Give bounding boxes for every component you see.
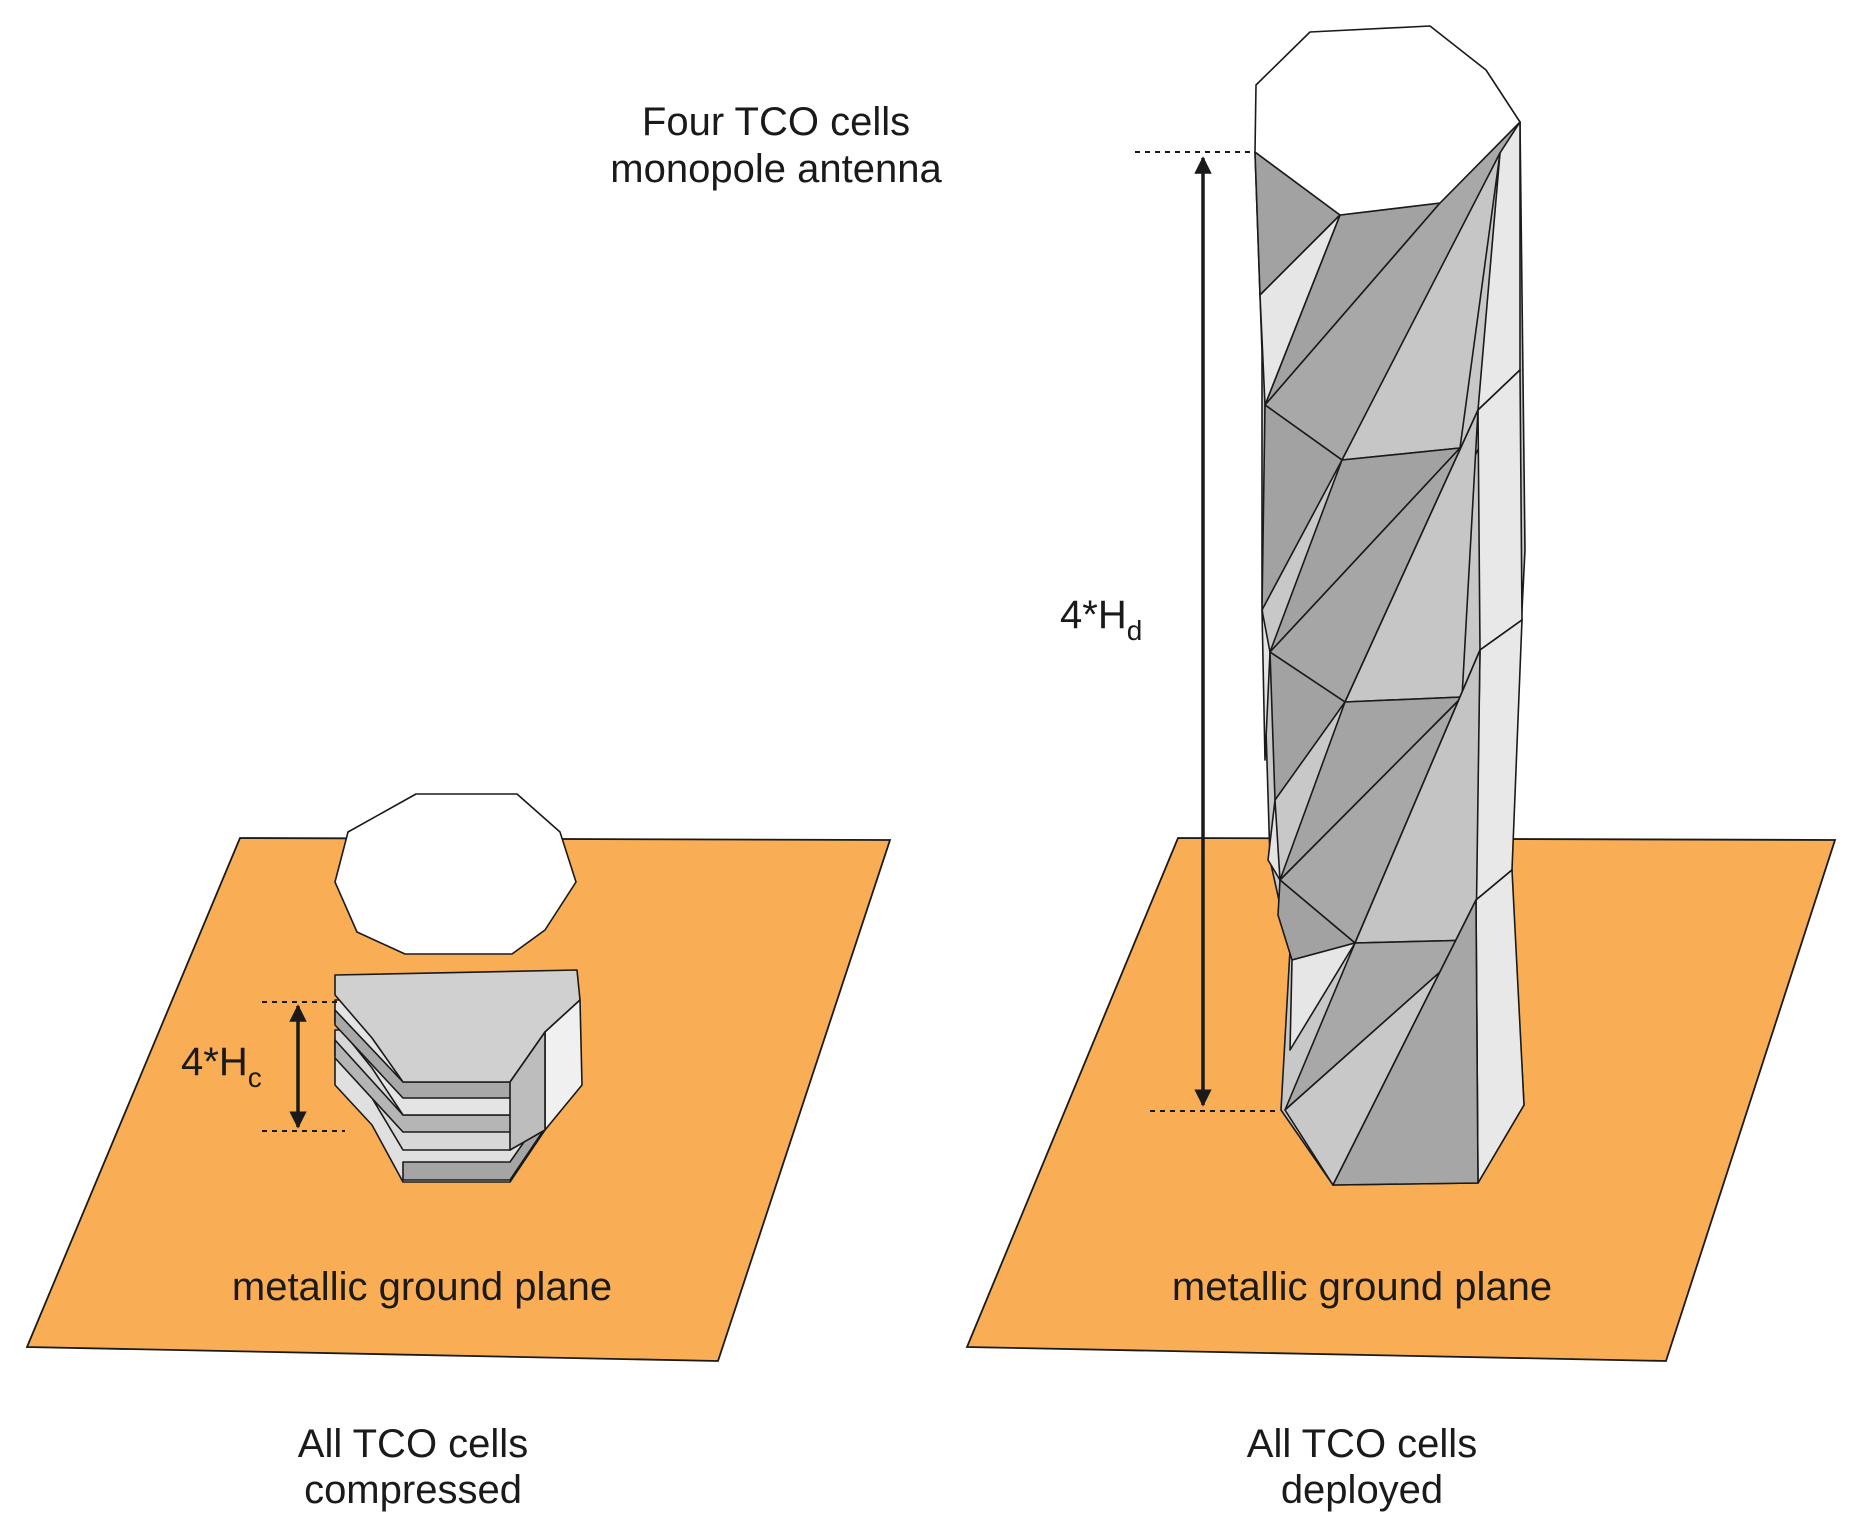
cell4-facet-g [1289,942,1356,1051]
right-title-line2: monopole antenna [610,147,942,191]
cell1-facet-f [1259,214,1341,406]
stack-right-flap-inner [509,1031,546,1151]
right-plane-label: metallic ground plane [1172,1265,1552,1309]
compressed-top-octagon [334,793,577,955]
right-caption-line1: All TCO cells [1247,1422,1477,1466]
cell2-facet-e [1477,369,1523,651]
cell2-facet-g [1261,609,1271,761]
deployed-column [1254,25,1526,1186]
cell2-facet-a [1261,404,1343,611]
right-title-line1: Four TCO cells [642,100,910,144]
left-caption-line2: compressed [304,1468,522,1512]
cell4-facet-f [1332,899,1479,1186]
right-caption-line2: deployed [1281,1468,1443,1512]
left-caption-line1: All TCO cells [298,1422,528,1466]
left-height-label: 4*Hc [181,1040,262,1093]
left-plane-label: metallic ground plane [232,1265,612,1309]
cell3-facet-a [1269,651,1346,801]
cell3-facet-g [1267,799,1281,881]
right-height-label: 4*Hd [1060,593,1142,646]
compressed-stack [334,793,583,1183]
deployed-top-face [1254,25,1521,216]
